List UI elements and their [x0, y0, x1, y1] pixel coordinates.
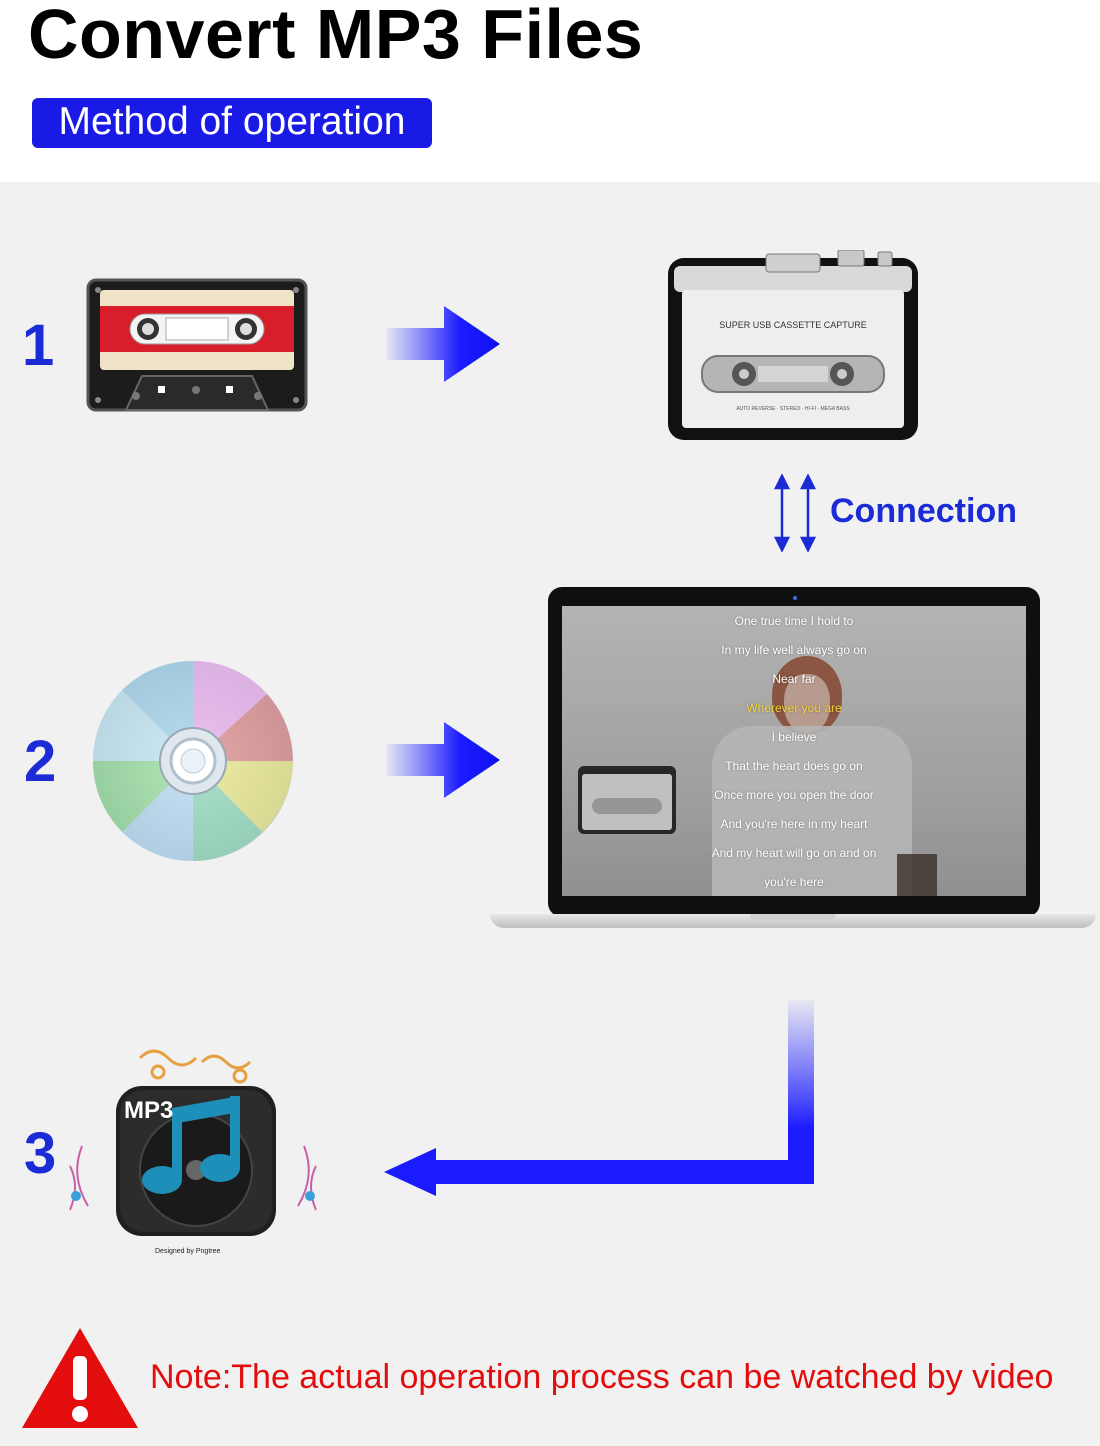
lyric-line: Near far — [772, 672, 816, 686]
lyric-line: And you're here in my heart — [720, 817, 868, 831]
lyric-line: Once more you open the door — [714, 788, 874, 802]
lyric-line: That the heart does go on — [725, 759, 863, 773]
warning-triangle-icon — [22, 1328, 138, 1428]
mp3-label: MP3 — [124, 1097, 174, 1124]
up-down-arrows-icon — [773, 474, 817, 552]
lyric-line: In my life well always go on — [721, 643, 867, 657]
chair-shape — [897, 854, 937, 896]
webcam-indicator — [793, 596, 797, 600]
method-of-operation-badge: Method of operation — [32, 98, 432, 148]
step-number-3: 3 — [24, 1121, 57, 1186]
arrow-right-icon — [386, 722, 500, 798]
laptop-notch — [750, 914, 836, 920]
person-body-shape — [712, 726, 912, 896]
lyric-line: And my heart will go on and on — [711, 846, 877, 860]
cassette-tape-icon — [86, 278, 308, 412]
mp3-music-icon — [69, 1049, 317, 1236]
page-title: Convert MP3 Files — [28, 0, 644, 73]
player-brand-text: SUPER USB CASSETTE CAPTURE — [719, 320, 867, 330]
arrow-left-icon — [384, 1000, 814, 1196]
video-note-text: Note:The actual operation process can be… — [150, 1358, 1054, 1396]
lyric-line: I believe — [771, 730, 817, 744]
cd-disc-icon — [92, 660, 293, 862]
image-credit: Designed by Pngtree — [155, 1248, 221, 1255]
laptop-screen: One true time I hold to In my life well … — [562, 606, 1026, 896]
person-face-shape — [784, 674, 830, 732]
laptop-base — [490, 914, 1096, 928]
arrow-right-icon — [386, 306, 500, 382]
connection-label: Connection — [830, 492, 1017, 530]
step-number-1: 1 — [22, 313, 55, 378]
lyric-line-highlighted: Wherever you are — [746, 701, 842, 715]
step-number-2: 2 — [24, 729, 57, 794]
lyric-line: you're here — [764, 875, 824, 889]
lyric-line: One true time I hold to — [734, 614, 854, 628]
onscreen-player-image — [578, 766, 676, 834]
player-spec-text: AUTO REVERSE · STEREO · HI-FI · MEGA BAS… — [736, 406, 850, 412]
usb-cassette-player-image: SUPER USB CASSETTE CAPTURE AUTO REVERSE … — [668, 250, 918, 440]
